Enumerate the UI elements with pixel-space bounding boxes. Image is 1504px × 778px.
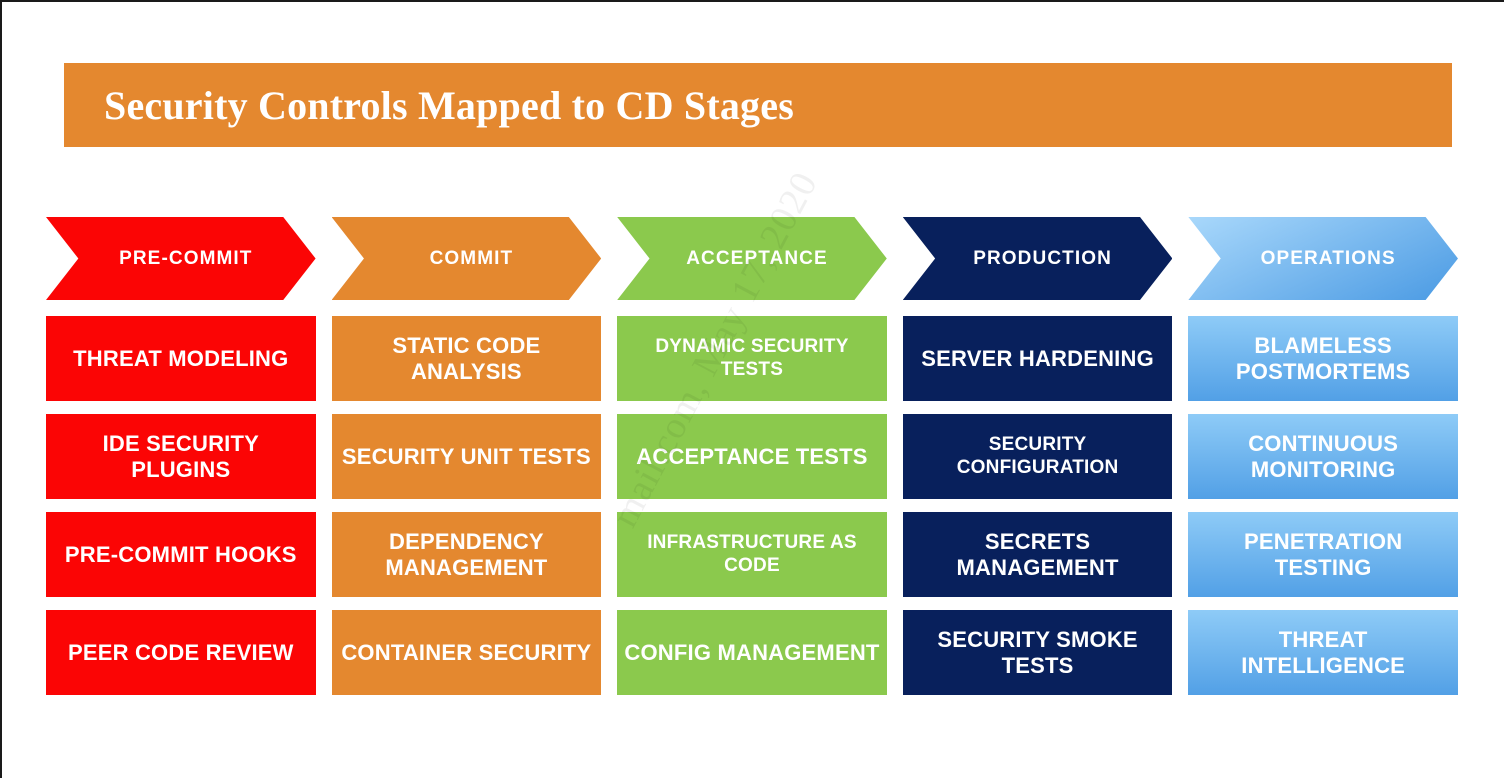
control-card[interactable]: CONFIG MANAGEMENT bbox=[617, 610, 887, 695]
stage-label: COMMIT bbox=[429, 247, 514, 269]
control-card[interactable]: SECRETS MANAGEMENT bbox=[902, 512, 1173, 597]
control-card[interactable]: SECURITY UNIT TESTS bbox=[331, 414, 602, 499]
control-card[interactable]: PENETRATION TESTING bbox=[1188, 512, 1458, 597]
stage-arrow-production[interactable]: PRODUCTION bbox=[902, 217, 1173, 300]
title-banner: Security Controls Mapped to CD Stages bbox=[64, 63, 1452, 147]
control-label: SERVER HARDENING bbox=[921, 345, 1154, 371]
control-column-acceptance: DYNAMIC SECURITY TESTS ACCEPTANCE TESTS … bbox=[617, 316, 887, 695]
control-label: BLAMELESS POSTMORTEMS bbox=[1235, 332, 1411, 384]
control-card[interactable]: SECURITY CONFIGURATION bbox=[902, 414, 1173, 499]
control-label: PENETRATION TESTING bbox=[1244, 528, 1403, 580]
control-card[interactable]: THREAT INTELLIGENCE bbox=[1188, 610, 1458, 695]
control-label: SECRETS MANAGEMENT bbox=[956, 528, 1119, 580]
control-label: PRE-COMMIT HOOKS bbox=[64, 541, 297, 567]
control-label: IDE SECURITY PLUGINS bbox=[102, 430, 259, 482]
stage-arrow-commit[interactable]: COMMIT bbox=[331, 217, 602, 300]
stage-label: ACCEPTANCE bbox=[686, 247, 828, 269]
control-grid: THREAT MODELING IDE SECURITY PLUGINS PRE… bbox=[46, 316, 1458, 695]
control-label: STATIC CODE ANALYSIS bbox=[392, 332, 541, 384]
chevron-shape: PRE-COMMIT bbox=[46, 217, 316, 300]
control-card[interactable]: INFRASTRUCTURE AS CODE bbox=[617, 512, 887, 597]
control-label: SECURITY UNIT TESTS bbox=[341, 443, 591, 469]
chevron-shape: OPERATIONS bbox=[1188, 217, 1458, 300]
control-card[interactable]: SECURITY SMOKE TESTS bbox=[902, 610, 1173, 695]
control-column-production: SERVER HARDENING SECURITY CONFIGURATION … bbox=[902, 316, 1173, 695]
stage-arrow-acceptance[interactable]: ACCEPTANCE bbox=[617, 217, 887, 300]
stage-label: PRE-COMMIT bbox=[119, 247, 253, 269]
control-label: ACCEPTANCE TESTS bbox=[636, 443, 868, 469]
control-label: SECURITY CONFIGURATION bbox=[956, 434, 1119, 478]
control-label: SECURITY SMOKE TESTS bbox=[937, 626, 1138, 678]
control-card[interactable]: CONTAINER SECURITY bbox=[331, 610, 602, 695]
control-card[interactable]: SERVER HARDENING bbox=[902, 316, 1173, 401]
control-label: CONTINUOUS MONITORING bbox=[1248, 430, 1399, 482]
control-card[interactable]: CONTINUOUS MONITORING bbox=[1188, 414, 1458, 499]
stage-label: OPERATIONS bbox=[1260, 247, 1396, 269]
stage-arrow-pre-commit[interactable]: PRE-COMMIT bbox=[46, 217, 316, 300]
control-card[interactable]: DYNAMIC SECURITY TESTS bbox=[617, 316, 887, 401]
control-card[interactable]: DEPENDENCY MANAGEMENT bbox=[331, 512, 602, 597]
stage-arrow-row: PRE-COMMIT COMMIT ACCEPTANCE PRODUCTION bbox=[46, 217, 1458, 300]
control-column-commit: STATIC CODE ANALYSIS SECURITY UNIT TESTS… bbox=[331, 316, 602, 695]
control-card[interactable]: IDE SECURITY PLUGINS bbox=[46, 414, 316, 499]
control-label: DYNAMIC SECURITY TESTS bbox=[655, 336, 849, 380]
control-label: PEER CODE REVIEW bbox=[67, 639, 294, 665]
control-column-pre-commit: THREAT MODELING IDE SECURITY PLUGINS PRE… bbox=[46, 316, 316, 695]
stage-arrow-operations[interactable]: OPERATIONS bbox=[1188, 217, 1458, 300]
control-label: CONTAINER SECURITY bbox=[341, 639, 592, 665]
control-card[interactable]: PEER CODE REVIEW bbox=[46, 610, 316, 695]
stage-label: PRODUCTION bbox=[973, 247, 1112, 269]
chevron-shape: COMMIT bbox=[331, 217, 602, 300]
control-label: THREAT INTELLIGENCE bbox=[1241, 626, 1406, 678]
control-card[interactable]: BLAMELESS POSTMORTEMS bbox=[1188, 316, 1458, 401]
control-card[interactable]: THREAT MODELING bbox=[46, 316, 316, 401]
control-label: DEPENDENCY MANAGEMENT bbox=[385, 528, 548, 580]
page-title: Security Controls Mapped to CD Stages bbox=[104, 82, 794, 128]
control-card[interactable]: STATIC CODE ANALYSIS bbox=[331, 316, 602, 401]
control-card[interactable]: ACCEPTANCE TESTS bbox=[617, 414, 887, 499]
chevron-shape: PRODUCTION bbox=[902, 217, 1173, 300]
control-label: THREAT MODELING bbox=[73, 345, 289, 371]
control-column-operations: BLAMELESS POSTMORTEMS CONTINUOUS MONITOR… bbox=[1188, 316, 1458, 695]
control-label: INFRASTRUCTURE AS CODE bbox=[647, 532, 857, 576]
control-label: CONFIG MANAGEMENT bbox=[624, 639, 880, 665]
chevron-shape: ACCEPTANCE bbox=[617, 217, 887, 300]
pipeline-board: PRE-COMMIT COMMIT ACCEPTANCE PRODUCTION bbox=[46, 217, 1458, 695]
control-card[interactable]: PRE-COMMIT HOOKS bbox=[46, 512, 316, 597]
